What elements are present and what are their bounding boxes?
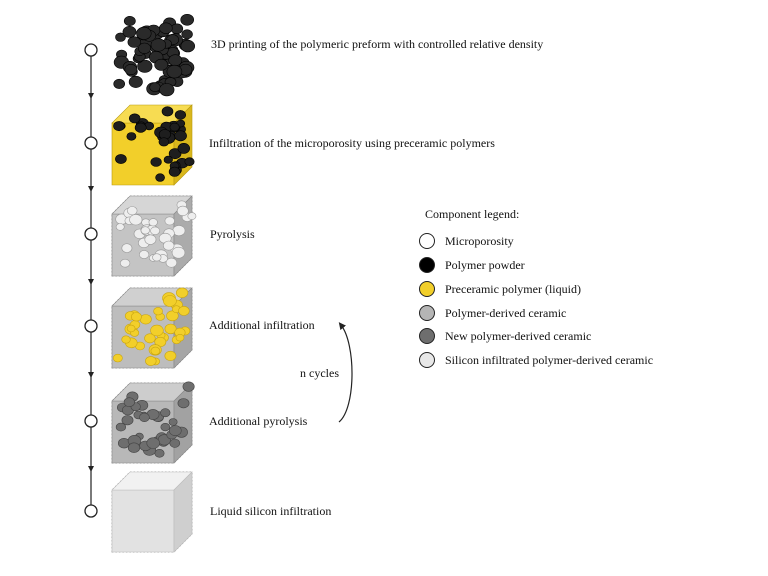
timeline-node [84, 227, 98, 241]
cube-pyrolysis [111, 195, 197, 277]
step-label-printing: 3D printing of the polymeric preform wit… [211, 37, 544, 51]
legend-label: Polymer-derived ceramic [445, 305, 567, 320]
legend-label: Preceramic polymer (liquid) [445, 281, 581, 296]
legend-item-new-polymer-derived-ceramic: New polymer-derived ceramic [419, 327, 591, 345]
cycles-arrow [338, 322, 353, 423]
legend-label: Microporosity [445, 233, 514, 248]
legend-swatch-preceramic-polymer [419, 281, 435, 297]
cube-additional-pyrolysis [111, 381, 195, 464]
legend-swatch-new-polymer-derived-ceramic [419, 328, 435, 344]
legend-item-silicon-infiltrated-ceramic: Silicon infiltrated polymer-derived cera… [419, 351, 653, 369]
timeline-node [84, 504, 98, 518]
step-label-additional-pyrolysis: Additional pyrolysis [209, 414, 308, 428]
legend-item-polymer-powder: Polymer powder [419, 256, 525, 274]
legend-label: Silicon infiltrated polymer-derived cera… [445, 352, 654, 367]
legend-item-polymer-derived-ceramic: Polymer-derived ceramic [419, 304, 566, 322]
legend-item-microporosity: Microporosity [419, 232, 514, 250]
cube-additional-infiltration [111, 287, 193, 369]
step-label-silicon-infiltration: Liquid silicon infiltration [210, 504, 332, 518]
timeline-node [84, 319, 98, 333]
legend-swatch-microporosity [419, 233, 435, 249]
legend-swatch-silicon-infiltrated-ceramic [419, 352, 435, 368]
legend-label: Polymer powder [445, 257, 525, 272]
legend-item-preceramic-polymer: Preceramic polymer (liquid) [419, 280, 581, 298]
step-label-infiltration: Infiltration of the microporosity using … [209, 136, 495, 150]
legend-swatch-polymer-derived-ceramic [419, 305, 435, 321]
timeline-node [84, 136, 98, 150]
cube-infiltrated [111, 104, 195, 186]
legend-label: New polymer-derived ceramic [445, 328, 592, 343]
step-label-pyrolysis: Pyrolysis [210, 227, 255, 241]
step-label-additional-infiltration: Additional infiltration [209, 318, 315, 332]
timeline-node [84, 414, 98, 428]
timeline-nodes [84, 43, 98, 518]
cube-silicon-infiltration [111, 471, 193, 553]
cube-polymer-preform [113, 13, 196, 97]
legend-swatch-polymer-powder [419, 257, 435, 273]
timeline-arrows [88, 93, 94, 472]
legend-title: Component legend: [425, 207, 520, 221]
timeline-node [84, 43, 98, 57]
cycles-label: n cycles [300, 366, 339, 380]
